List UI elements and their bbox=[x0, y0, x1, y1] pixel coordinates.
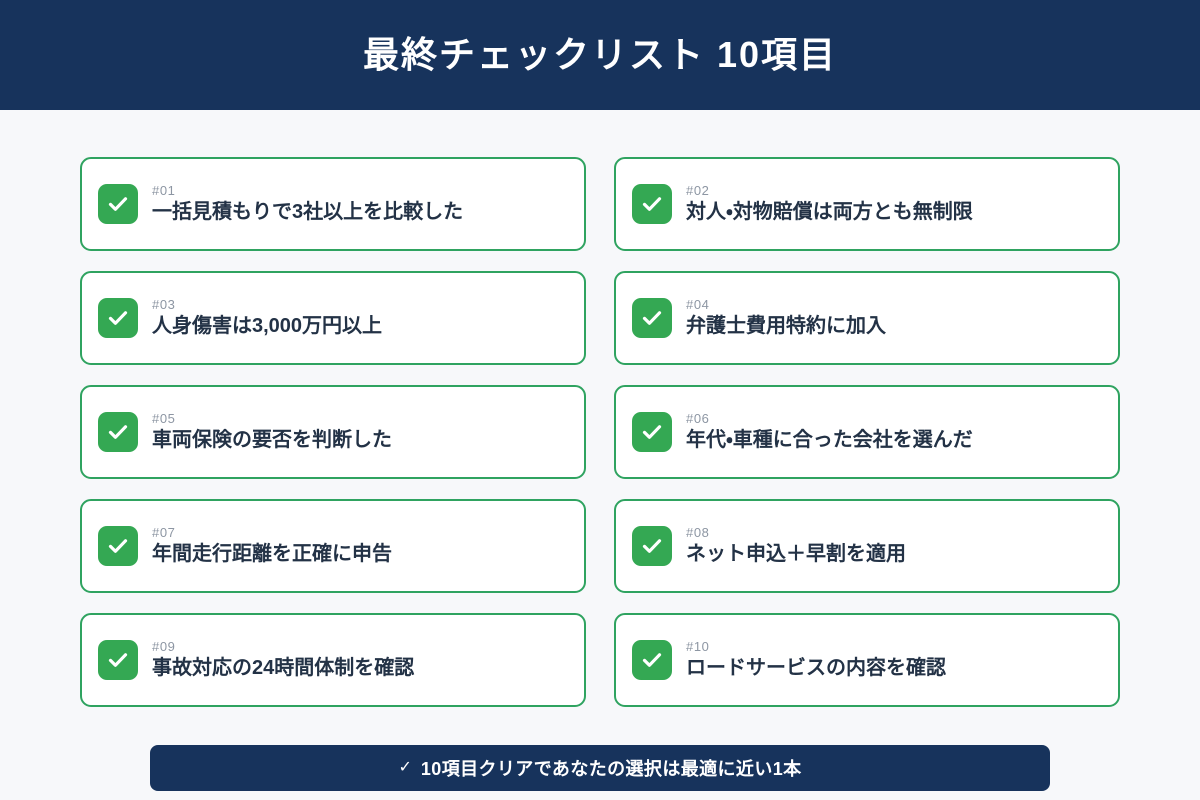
checklist-item-label: 一括見積もりで3社以上を比較した bbox=[152, 201, 464, 224]
checklist-item-body: #07 年間走行距離を正確に申告 bbox=[152, 525, 392, 568]
checklist-item-label: 事故対応の24時間体制を確認 bbox=[152, 657, 415, 680]
checklist-item-label: 対人・対物賠償は両方とも無制限 bbox=[686, 201, 973, 224]
checklist-item-index: #08 bbox=[686, 524, 710, 540]
checklist-item-06[interactable]: #06 年代・車種に合った会社を選んだ bbox=[614, 385, 1120, 479]
checklist-item-07[interactable]: #07 年間走行距離を正確に申告 bbox=[80, 499, 586, 593]
checklist-item-label: 車両保険の要否を判断した bbox=[152, 429, 392, 452]
checklist-item-02[interactable]: #02 対人・対物賠償は両方とも無制限 bbox=[614, 157, 1120, 251]
check-icon[interactable] bbox=[98, 298, 138, 338]
checklist-item-09[interactable]: #09 事故対応の24時間体制を確認 bbox=[80, 613, 586, 707]
checklist-item-index: #09 bbox=[152, 638, 176, 654]
checklist-item-04[interactable]: #04 弁護士費用特約に加入 bbox=[614, 271, 1120, 365]
checklist-item-body: #03 人身傷害は3,000万円以上 bbox=[152, 297, 382, 340]
checklist-item-body: #04 弁護士費用特約に加入 bbox=[686, 297, 886, 340]
checklist-item-body: #02 対人・対物賠償は両方とも無制限 bbox=[686, 183, 973, 226]
checklist-item-index: #04 bbox=[686, 296, 710, 312]
check-icon[interactable] bbox=[98, 526, 138, 566]
checklist-item-index: #05 bbox=[152, 410, 176, 426]
checklist-item-label: 弁護士費用特約に加入 bbox=[686, 315, 886, 338]
checklist-item-index: #03 bbox=[152, 296, 176, 312]
page-title: 最終チェックリスト 10項目 bbox=[362, 34, 838, 76]
checklist-item-10[interactable]: #10 ロードサービスの内容を確認 bbox=[614, 613, 1120, 707]
summary-banner: ✓ 10項目クリアであなたの選択は最適に近い1本 bbox=[150, 745, 1050, 791]
checklist-item-index: #06 bbox=[686, 410, 710, 426]
check-icon[interactable] bbox=[632, 526, 672, 566]
checklist-item-label: 人身傷害は3,000万円以上 bbox=[152, 315, 383, 338]
checklist-item-03[interactable]: #03 人身傷害は3,000万円以上 bbox=[80, 271, 586, 365]
checklist-item-body: #01 一括見積もりで3社以上を比較した bbox=[152, 183, 463, 226]
check-icon[interactable] bbox=[98, 184, 138, 224]
checklist-item-index: #02 bbox=[686, 182, 710, 198]
check-icon[interactable] bbox=[632, 412, 672, 452]
footer-area: ✓ 10項目クリアであなたの選択は最適に近い1本 bbox=[80, 707, 1120, 791]
checklist-item-body: #09 事故対応の24時間体制を確認 bbox=[152, 639, 414, 682]
checklist-item-01[interactable]: #01 一括見積もりで3社以上を比較した bbox=[80, 157, 586, 251]
page-header: 最終チェックリスト 10項目 bbox=[0, 0, 1200, 110]
check-mark-icon: ✓ bbox=[398, 759, 412, 776]
checklist-item-index: #07 bbox=[152, 524, 176, 540]
check-icon[interactable] bbox=[98, 412, 138, 452]
checklist-item-08[interactable]: #08 ネット申込＋早割を適用 bbox=[614, 499, 1120, 593]
checklist-item-body: #06 年代・車種に合った会社を選んだ bbox=[686, 411, 973, 454]
check-icon[interactable] bbox=[632, 184, 672, 224]
checklist-item-label: 年間走行距離を正確に申告 bbox=[152, 543, 392, 566]
check-icon[interactable] bbox=[632, 640, 672, 680]
checklist-item-label: ネット申込＋早割を適用 bbox=[686, 543, 906, 566]
checklist-item-body: #05 車両保険の要否を判断した bbox=[152, 411, 392, 454]
checklist-item-body: #08 ネット申込＋早割を適用 bbox=[686, 525, 906, 568]
checklist-item-index: #01 bbox=[152, 182, 176, 198]
checklist-item-index: #10 bbox=[686, 638, 710, 654]
checklist-grid: #01 一括見積もりで3社以上を比較した #02 対人・対物賠償は両方とも無制限 bbox=[80, 110, 1120, 707]
check-icon[interactable] bbox=[98, 640, 138, 680]
checklist-item-label: ロードサービスの内容を確認 bbox=[686, 657, 946, 680]
checklist-item-label: 年代・車種に合った会社を選んだ bbox=[686, 429, 973, 452]
check-icon[interactable] bbox=[632, 298, 672, 338]
checklist-item-body: #10 ロードサービスの内容を確認 bbox=[686, 639, 946, 682]
checklist-item-05[interactable]: #05 車両保険の要否を判断した bbox=[80, 385, 586, 479]
summary-banner-text: 10項目クリアであなたの選択は最適に近い1本 bbox=[420, 759, 802, 779]
